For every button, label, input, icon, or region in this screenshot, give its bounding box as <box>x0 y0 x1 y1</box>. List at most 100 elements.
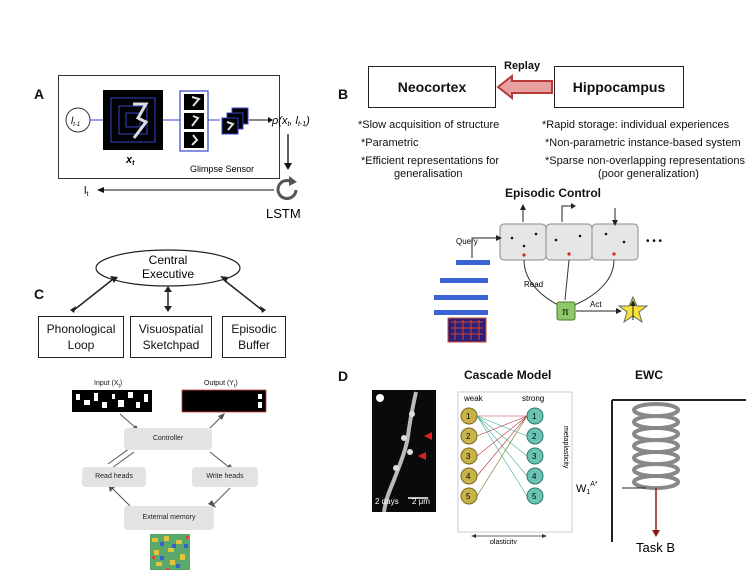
glimpse-patch-middle <box>118 105 148 135</box>
write-to-memory <box>211 487 231 507</box>
neocortex-point-1: *Slow acquisition of structure <box>358 119 500 131</box>
glimpse-network-diagram <box>58 75 280 179</box>
hippocampus-point-3: *Sparse non-overlapping representations <box>545 155 745 167</box>
arrowhead <box>542 534 547 538</box>
observation-pattern <box>451 320 483 340</box>
central-executive-line1: Central <box>149 253 188 267</box>
glimpse-input-image <box>103 90 163 150</box>
controller-box: Controller <box>124 428 212 450</box>
arrowhead <box>110 276 118 283</box>
reward-arrowhead <box>630 300 636 306</box>
strong-states: 1 2 3 4 5 <box>526 407 544 505</box>
arrowhead <box>471 534 476 538</box>
controller-to-write <box>209 451 231 469</box>
cross-transition-lines <box>476 415 528 497</box>
svg-text:5: 5 <box>466 492 471 501</box>
executive-to-buffer-arrow <box>223 279 263 311</box>
ntm-output-strip <box>181 389 267 413</box>
policy-label: π <box>562 307 569 318</box>
ntm-diagram <box>72 389 267 570</box>
memory-to-read <box>111 487 131 507</box>
memory-point <box>534 232 538 236</box>
phonological-line2: Loop <box>67 338 95 352</box>
hippocampus-point-2: *Non-parametric instance-based system <box>545 137 741 149</box>
weak-label: weak <box>463 394 484 403</box>
weak-states: 1 2 3 4 5 <box>460 407 478 505</box>
memory-point <box>522 244 526 248</box>
rho-to-lstm-arrowhead <box>284 163 292 170</box>
spine-marker-arrow <box>418 452 426 460</box>
spine-marker-arrow <box>424 432 432 440</box>
cascade-model-diagram: weak strong 1 2 3 4 5 1 2 3 4 5 metaplas… <box>457 391 573 544</box>
memory-ellipsis: • • • <box>646 236 663 247</box>
crop-stroke-3 <box>191 134 199 146</box>
arrowhead <box>220 276 228 283</box>
hippocampus-box: Hippocampus <box>554 66 684 108</box>
spring-icon <box>632 402 680 490</box>
replay-arrow-shape <box>496 74 553 100</box>
neocortex-label: Neocortex <box>397 79 467 95</box>
read-heads-label: Read heads <box>95 473 133 480</box>
write-heads-label: Write heads <box>206 473 244 480</box>
crop-stroke-2 <box>191 115 200 127</box>
glimpse-network-graphics: lt-1 xt ρ(xt, lt-1) Glimpse Sensor LSTM … <box>65 90 310 221</box>
neocortex-point-3: *Efficient representations for <box>361 155 499 167</box>
panel-label-b: B <box>338 86 349 102</box>
lstm-label: LSTM <box>266 206 301 221</box>
panel-label-a: A <box>34 86 45 102</box>
stack-to-rho-arrowhead <box>268 117 273 123</box>
replay-label: Replay <box>504 60 541 72</box>
neocortex-point-4: generalisation <box>394 168 463 180</box>
network-layer <box>456 260 490 265</box>
neocortex-point-2: *Parametric <box>361 137 419 149</box>
action-arrow-right <box>561 205 572 222</box>
svg-text:4: 4 <box>532 472 537 481</box>
ntm-input-label: Input (Xt) <box>94 380 123 390</box>
svg-text:2: 2 <box>532 432 537 441</box>
crop-stroke-1 <box>191 96 201 107</box>
query-arrow <box>471 237 498 258</box>
task-label: Task B <box>636 540 675 555</box>
ewc-weight-label: W1A* <box>576 481 598 496</box>
read-curve-3 <box>571 259 615 307</box>
arrowhead <box>218 413 225 420</box>
input-to-controller <box>119 413 137 429</box>
network-layer <box>434 295 488 300</box>
memory-point-selected <box>612 252 616 256</box>
memory-point-selected <box>567 252 571 256</box>
memory-matrix-yellow <box>152 536 185 566</box>
episodic-buffer-line1: Episodic <box>231 322 277 336</box>
read-curve-2 <box>564 259 570 301</box>
action-arrowhead <box>571 203 576 209</box>
svg-text:2: 2 <box>466 432 471 441</box>
act-label: Act <box>590 300 602 309</box>
memory-matrix-blue <box>160 542 188 568</box>
strong-label: strong <box>522 394 544 403</box>
output-location-label: lt <box>84 185 88 198</box>
prev-location-label: lt-1 <box>71 116 80 128</box>
ewc-title: EWC <box>635 368 663 382</box>
ntm-output-pattern <box>258 394 262 408</box>
dendritic-spine <box>393 465 399 471</box>
glimpse-sensor-label: Glimpse Sensor <box>190 164 254 174</box>
visuospatial-sketchpad-box: Visuospatial Sketchpad <box>130 316 212 358</box>
visuospatial-line1: Visuospatial <box>138 322 204 336</box>
arrowhead <box>260 306 266 313</box>
arrowhead <box>208 500 216 508</box>
visuospatial-line2: Sketchpad <box>142 338 200 352</box>
action-arrowhead <box>612 220 618 226</box>
read-to-controller <box>107 447 131 465</box>
arrowhead <box>164 286 172 292</box>
ntm-output-label: Output (Yt) <box>204 380 238 390</box>
episodic-control-title: Episodic Control <box>505 186 601 200</box>
arrowhead <box>70 306 76 313</box>
svg-text:4: 4 <box>466 472 471 481</box>
action-arrowhead <box>520 204 526 210</box>
episodic-buffer-box: Episodic Buffer <box>222 316 286 358</box>
dendritic-spine <box>409 411 415 417</box>
glimpse-crop-1 <box>184 94 204 110</box>
phonological-line1: Phonological <box>46 322 116 336</box>
lstm-to-output-arrowhead <box>97 187 104 193</box>
plasticity-label: plasticity <box>490 539 517 544</box>
read-heads-box: Read heads <box>82 467 146 487</box>
